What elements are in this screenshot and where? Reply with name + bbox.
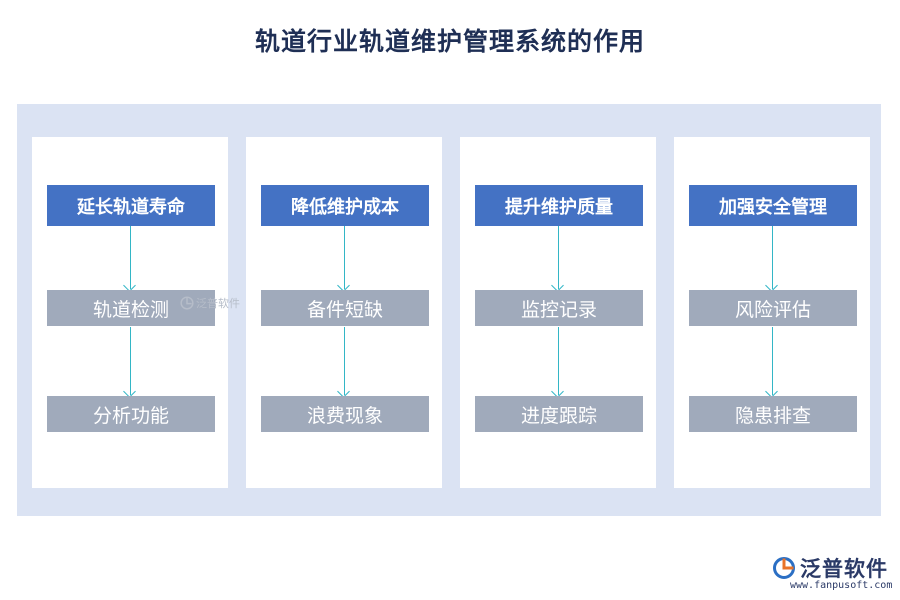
watermark-text: 泛普软件 — [196, 297, 240, 310]
column-card-1: 延长轨道寿命 轨道检测 分析功能 — [32, 137, 228, 488]
column-heading: 延长轨道寿命 — [47, 185, 215, 226]
brand-logo-icon — [180, 296, 194, 310]
arrow-down-icon — [344, 226, 345, 289]
step-box: 风险评估 — [689, 290, 857, 326]
column-heading: 加强安全管理 — [689, 185, 857, 226]
step-box: 轨道检测 — [47, 290, 215, 326]
column-card-2: 降低维护成本 备件短缺 浪费现象 — [246, 137, 442, 488]
arrow-down-icon — [130, 226, 131, 289]
column-heading: 降低维护成本 — [261, 185, 429, 226]
column-card-3: 提升维护质量 监控记录 进度跟踪 — [460, 137, 656, 488]
page-title: 轨道行业轨道维护管理系统的作用 — [254, 27, 645, 56]
column-heading: 提升维护质量 — [475, 185, 643, 226]
brand-logo: 泛普软件 — [772, 553, 888, 583]
brand-url: www.fanpusoft.com — [790, 580, 893, 591]
step-box: 监控记录 — [475, 290, 643, 326]
step-box: 分析功能 — [47, 396, 215, 432]
step-box: 进度跟踪 — [475, 396, 643, 432]
arrow-down-icon — [772, 327, 773, 395]
brand-name: 泛普软件 — [800, 557, 888, 581]
arrow-down-icon — [772, 226, 773, 289]
step-box: 隐患排查 — [689, 396, 857, 432]
arrow-down-icon — [130, 327, 131, 395]
column-card-4: 加强安全管理 风险评估 隐患排查 — [674, 137, 870, 488]
step-box: 浪费现象 — [261, 396, 429, 432]
arrow-down-icon — [558, 226, 559, 289]
arrow-down-icon — [558, 327, 559, 395]
brand-logo-icon — [773, 557, 795, 579]
watermark: 泛普软件 — [180, 295, 240, 311]
arrow-down-icon — [344, 327, 345, 395]
step-box: 备件短缺 — [261, 290, 429, 326]
